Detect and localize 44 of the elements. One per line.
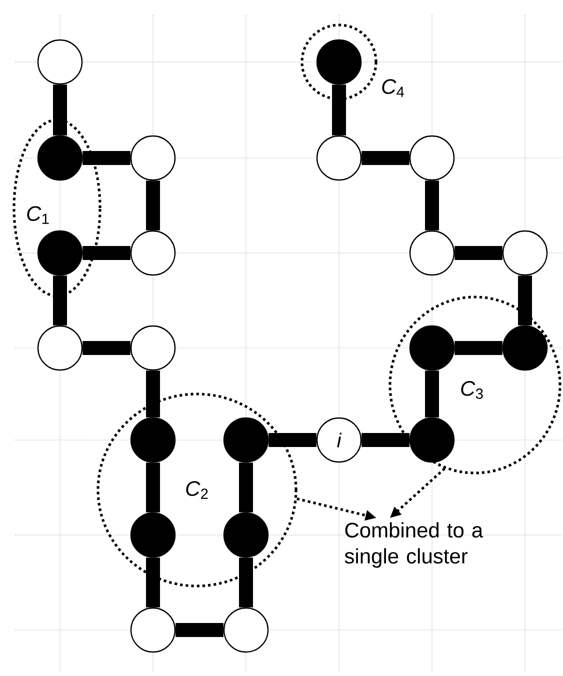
node-label: C$_{4}$ <box>382 79 404 97</box>
residue-circle <box>130 512 176 558</box>
residue-circle <box>223 607 269 653</box>
bond-bar <box>146 370 160 418</box>
residue-circle <box>502 325 548 371</box>
residue-circle <box>37 325 83 371</box>
residue-circle <box>409 230 455 276</box>
residue-circle <box>409 135 455 181</box>
bond-bar <box>53 84 67 136</box>
bond-bar <box>239 558 253 608</box>
residue-circle <box>316 135 362 181</box>
bond-bar <box>82 246 130 260</box>
bond-bar <box>518 276 532 326</box>
bond-bar <box>239 462 253 512</box>
residue-circle <box>223 417 269 463</box>
residue-circle <box>37 135 83 181</box>
bond-bar <box>53 276 67 326</box>
bond-bar <box>146 558 160 608</box>
residue-circle <box>37 230 83 276</box>
bond-bar <box>425 180 439 230</box>
residue-circle <box>37 39 83 85</box>
bond-bar <box>146 180 160 230</box>
residue-circle <box>409 325 455 371</box>
residue-circle <box>502 230 548 276</box>
residue-circle <box>409 417 455 463</box>
residue-circle <box>223 512 269 558</box>
bond-bar <box>82 341 130 355</box>
residue-circle <box>130 230 176 276</box>
bond-bar <box>268 433 316 447</box>
bond-bar <box>362 433 410 447</box>
residue-circle <box>130 417 176 463</box>
residue-circle <box>130 135 176 181</box>
bond-bar <box>82 151 130 165</box>
bond-bar <box>146 462 160 512</box>
residue-circle <box>130 325 176 371</box>
residue-circle <box>130 607 176 653</box>
bond-bar <box>454 246 502 260</box>
bond-bar <box>332 84 346 136</box>
bond-bar <box>454 341 502 355</box>
note-text: Combined to a single cluster <box>344 522 484 568</box>
bond-bar <box>425 370 439 418</box>
bond-bar <box>362 151 410 165</box>
bond-bar <box>176 623 224 637</box>
residue-circle <box>316 39 362 85</box>
